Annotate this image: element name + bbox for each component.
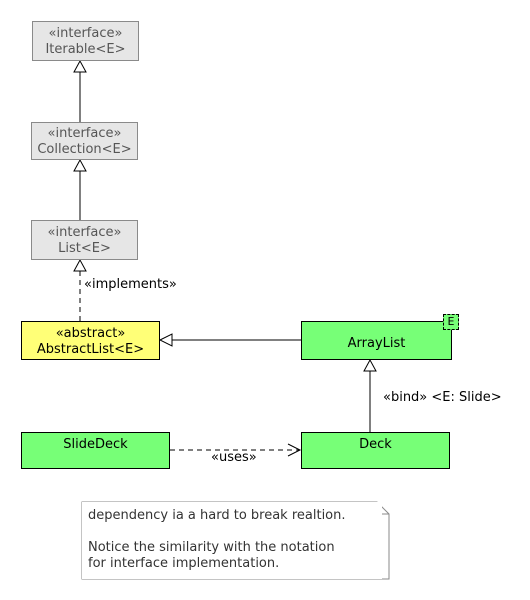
note-line-2: Notice the similarity with the notation: [88, 540, 335, 555]
bind-label: «bind» <E: Slide>: [383, 390, 502, 405]
abstractlist-name: AbstractList<E>: [36, 342, 145, 357]
note-line-1: dependency ia a hard to break realtion.: [88, 508, 346, 523]
abstractlist-stereotype: «abstract»: [55, 326, 126, 341]
deck-class[interactable]: Deck: [301, 432, 450, 469]
list-interface[interactable]: «interface» List<E>: [31, 220, 138, 260]
deck-name: Deck: [359, 437, 392, 452]
note-line-3: for interface implementation.: [88, 556, 280, 571]
iterable-stereotype: «interface»: [48, 26, 123, 41]
slidedeck-name: SlideDeck: [63, 437, 128, 452]
list-stereotype: «interface»: [47, 225, 122, 240]
generalization-arrowhead: [363, 358, 377, 372]
list-name: List<E>: [58, 241, 111, 256]
realization-arrowhead: [73, 258, 87, 272]
slidedeck-class[interactable]: SlideDeck: [21, 432, 170, 469]
note: dependency ia a hard to break realtion. …: [82, 502, 382, 579]
arraylist-class[interactable]: ArrayList: [301, 321, 452, 360]
abstractlist-class[interactable]: «abstract» AbstractList<E>: [21, 321, 160, 360]
generalization-arrowhead: [73, 158, 87, 172]
dependency-arrowhead: [287, 443, 302, 457]
uses-label: «uses»: [211, 450, 257, 465]
collection-name: Collection<E>: [37, 142, 132, 157]
generalization-arrowhead: [73, 59, 87, 73]
arraylist-name: ArrayList: [347, 336, 406, 351]
generalization-arrowhead: [158, 333, 173, 347]
collection-stereotype: «interface»: [47, 126, 122, 141]
iterable-interface[interactable]: «interface» Iterable<E>: [32, 21, 139, 61]
iterable-name: Iterable<E>: [45, 42, 126, 57]
collection-interface[interactable]: «interface» Collection<E>: [31, 122, 138, 160]
arraylist-type-parameter: E: [443, 314, 459, 330]
implements-label: «implements»: [84, 277, 177, 292]
